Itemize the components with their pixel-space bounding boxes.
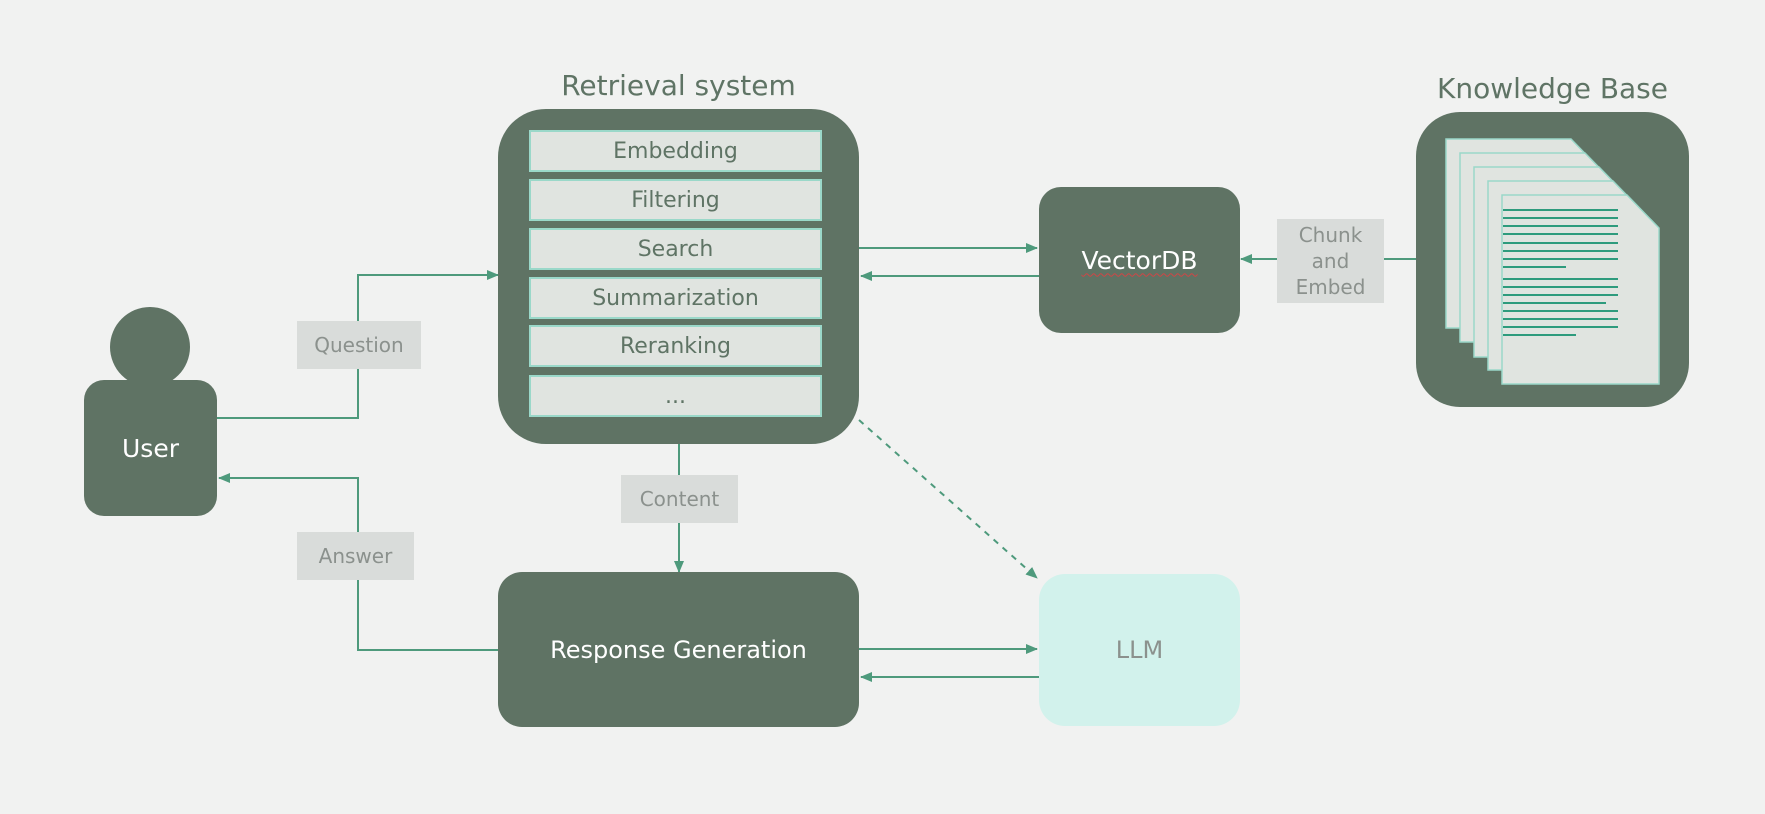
user-label: User [122, 433, 179, 463]
user-node: User [84, 380, 217, 516]
response-generation-label: Response Generation [550, 635, 807, 664]
step-summarization: Summarization [529, 277, 822, 319]
documents-stack-icon [1445, 138, 1660, 385]
step-reranking: Reranking [529, 325, 822, 367]
chunk-and-embed-line-3: Embed [1295, 275, 1366, 299]
chunk-and-embed-line-2: and [1311, 249, 1350, 273]
vectordb-node: VectorDB [1039, 187, 1240, 333]
chunk-and-embed-line-1: Chunk [1298, 223, 1363, 247]
step-more: ... [529, 375, 822, 417]
content-label: Content [621, 475, 738, 523]
response-generation-node: Response Generation [498, 572, 859, 727]
vectordb-label: VectorDB [1081, 245, 1198, 275]
step-filtering: Filtering [529, 179, 822, 221]
llm-node: LLM [1039, 574, 1240, 726]
user-head-icon [110, 307, 190, 387]
retrieval-system-title: Retrieval system [561, 69, 796, 102]
llm-label: LLM [1115, 636, 1164, 664]
step-embedding: Embedding [529, 130, 822, 172]
knowledge-base-node [1416, 112, 1689, 407]
chunk-and-embed-label: Chunk and Embed [1277, 219, 1384, 303]
answer-label: Answer [297, 532, 414, 580]
step-search: Search [529, 228, 822, 270]
knowledge-base-title: Knowledge Base [1437, 72, 1668, 105]
retrieval-system-node: Embedding Filtering Search Summarization… [498, 109, 859, 444]
question-label: Question [297, 321, 421, 369]
retrieval-to-llm-dashed-edge [858, 419, 1038, 579]
